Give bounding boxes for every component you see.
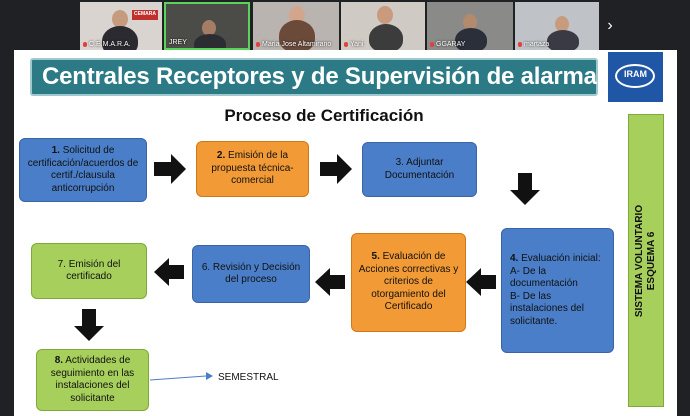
step-7-box: 7. Emisión del certificado [31, 243, 147, 299]
cemara-logo-text: CEMARA [134, 11, 156, 17]
iram-logo-text: IRAM [624, 69, 647, 79]
step-3-box: 3. Adjuntar Documentación [362, 142, 477, 197]
next-page-icon[interactable]: › [607, 17, 613, 34]
participant-tile[interactable]: JREY [164, 2, 250, 50]
participant-tile[interactable]: Yani [341, 2, 425, 50]
arrow-right-icon [320, 154, 352, 184]
semestral-note: SEMESTRAL [218, 372, 279, 383]
participant-strip: CEMARA C.E.M.A.R.A. JREY Maria Jose Alta… [0, 0, 690, 50]
step-1-box: 1. Solicitud de certificación/acuerdos d… [19, 138, 147, 202]
presentation-slide: Centrales Receptores y de Supervisión de… [14, 50, 677, 416]
arrow-left-icon [315, 268, 345, 296]
thin-arrow-icon [150, 372, 213, 381]
step-4-box: 4. Evaluación inicial: A- De la document… [501, 228, 614, 353]
participant-name: Maria Jose Altamirano [256, 41, 331, 48]
step-2-box: 2. Emisión de la propuesta técnica-comer… [196, 141, 309, 197]
slide-title-bar: Centrales Receptores y de Supervisión de… [30, 58, 610, 96]
participant-name: JREY [169, 39, 187, 46]
participant-name: GGARAY [430, 41, 465, 48]
slide-subtitle: Proceso de Certificación [224, 106, 424, 125]
iram-logo: IRAM [608, 52, 663, 102]
step-8-box: 8. Actividades de seguimiento en las ins… [36, 349, 149, 411]
slide-title: Centrales Receptores y de Supervisión de… [42, 63, 610, 90]
participant-name: Yani [344, 41, 364, 48]
arrow-left-icon [466, 268, 496, 296]
step-6-box: 6. Revisión y Decisión del proceso [192, 245, 310, 303]
step-5-box: 5. Evaluación de Acciones correctivas y … [351, 233, 466, 332]
participant-tile[interactable]: GGARAY [427, 2, 513, 50]
arrow-down-icon [510, 173, 540, 205]
participant-tile[interactable]: CEMARA C.E.M.A.R.A. [80, 2, 162, 50]
participant-name: C.E.M.A.R.A. [83, 41, 131, 48]
participant-name: martaza [518, 41, 549, 48]
participant-tile[interactable]: Maria Jose Altamirano [253, 2, 339, 50]
cemara-logo [132, 10, 158, 20]
arrow-down-icon [74, 309, 104, 341]
arrow-left-icon [154, 258, 184, 286]
arrow-right-icon [154, 154, 186, 184]
participant-tile[interactable]: martaza [515, 2, 599, 50]
